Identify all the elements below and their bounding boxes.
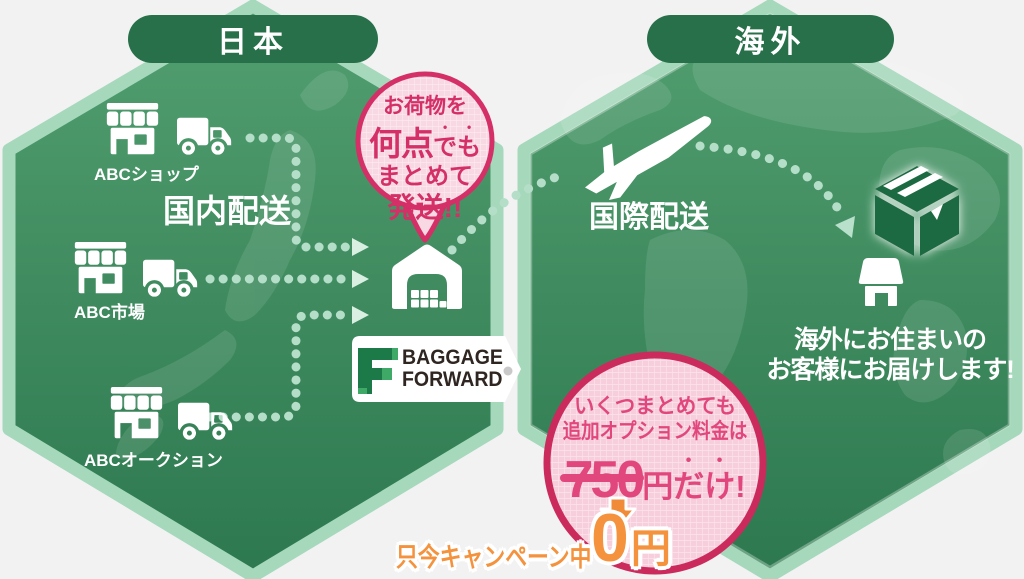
bubble-line2: 何点でも [369,125,481,162]
speech-bubble [355,71,495,243]
domestic-shipping-label: 国内配送 [163,193,292,229]
brand-tag [352,336,521,402]
japan-title: 日本 [217,26,289,59]
sender-label-abc-market: ABC市場 [74,303,145,322]
new-price: 0 円 [591,502,671,574]
delivery-note-line1: 海外にお住まいの [793,326,987,354]
campaign-label: 只今キャンペーン中 [396,542,592,572]
bubble-line1: お荷物を [383,95,467,118]
delivery-note-line2: お客様にお届けします! [766,356,1014,384]
speech-bubble-text: お荷物を 何点でも まとめて 発送!! [352,96,498,222]
promo-text: いくつまとめても 追加オプション料金は 750円だけ! [549,394,761,519]
promo-line2: 追加オプション料金は [562,420,748,443]
route-arrowhead-icon [835,216,855,238]
old-price-unit: 円 [642,469,674,504]
price-suffix: だけ [673,469,736,504]
brand-name-line2: FORWARD [402,368,503,391]
sender-label-abc-shop: ABCショップ [94,165,199,184]
bubble-line3: まとめて [377,163,473,190]
house-icon [858,258,904,306]
brand-name-line1: BAGGAGE [402,346,503,369]
price-exclaim: ! [735,469,746,504]
overseas-title-pill: 海外 [647,15,894,63]
down-arrow-icon [599,496,637,532]
domestic-dotted-routes [205,133,351,422]
international-shipping-label: 国際配送 [589,201,709,234]
promo-circle [543,351,767,575]
sender-label-abc-auction: ABCオークション [84,451,223,470]
new-price-unit: 円 [630,527,671,571]
promo-line1: いくつまとめても [574,395,736,418]
warehouse-icon [392,244,462,309]
tag-hole [503,366,513,376]
overseas-title: 海外 [734,26,807,59]
promo-price-row: 750円だけ! [549,452,761,519]
bubble-line4: 発送!! [387,192,463,223]
japan-title-pill: 日本 [128,15,378,63]
old-price: 750 [560,451,645,509]
brand-logo-mark [358,348,398,394]
package-box-icon [875,166,959,256]
new-price-number: 0 [591,500,629,576]
international-dotted-route [447,141,845,255]
airplane-icon [585,116,712,201]
flow-arrow-icons [352,238,369,324]
delivery-note: 海外にお住まいの お客様にお届けします! [758,325,1022,385]
